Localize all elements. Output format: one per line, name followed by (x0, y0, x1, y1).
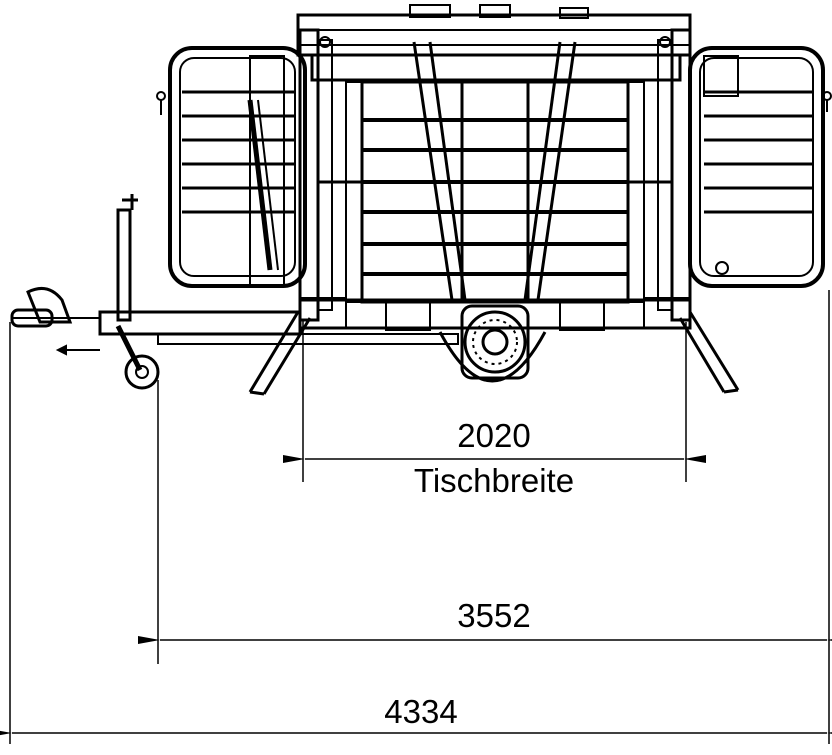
dimension-label-table-width: Tischbreite (414, 462, 574, 499)
dimension-value-table-width: 2020 (457, 417, 530, 454)
drawbar (10, 286, 459, 356)
support-legs (248, 311, 740, 396)
table-slats (318, 80, 672, 304)
right-side-guard (688, 46, 832, 288)
top-frame (296, 4, 692, 82)
frame-posts (298, 28, 692, 322)
dimension-lines (0, 290, 832, 744)
jockey-wheel (115, 194, 160, 390)
dimension-value-overall: 4334 (384, 693, 457, 730)
left-side-guard (156, 46, 307, 288)
dimension-value-middle: 3552 (457, 597, 530, 634)
machine-rear-view (10, 4, 832, 396)
dimension-labels: 2020 Tischbreite 3552 4334 (384, 417, 574, 730)
diagonal-straps (412, 41, 577, 302)
center-wheel (438, 304, 547, 383)
